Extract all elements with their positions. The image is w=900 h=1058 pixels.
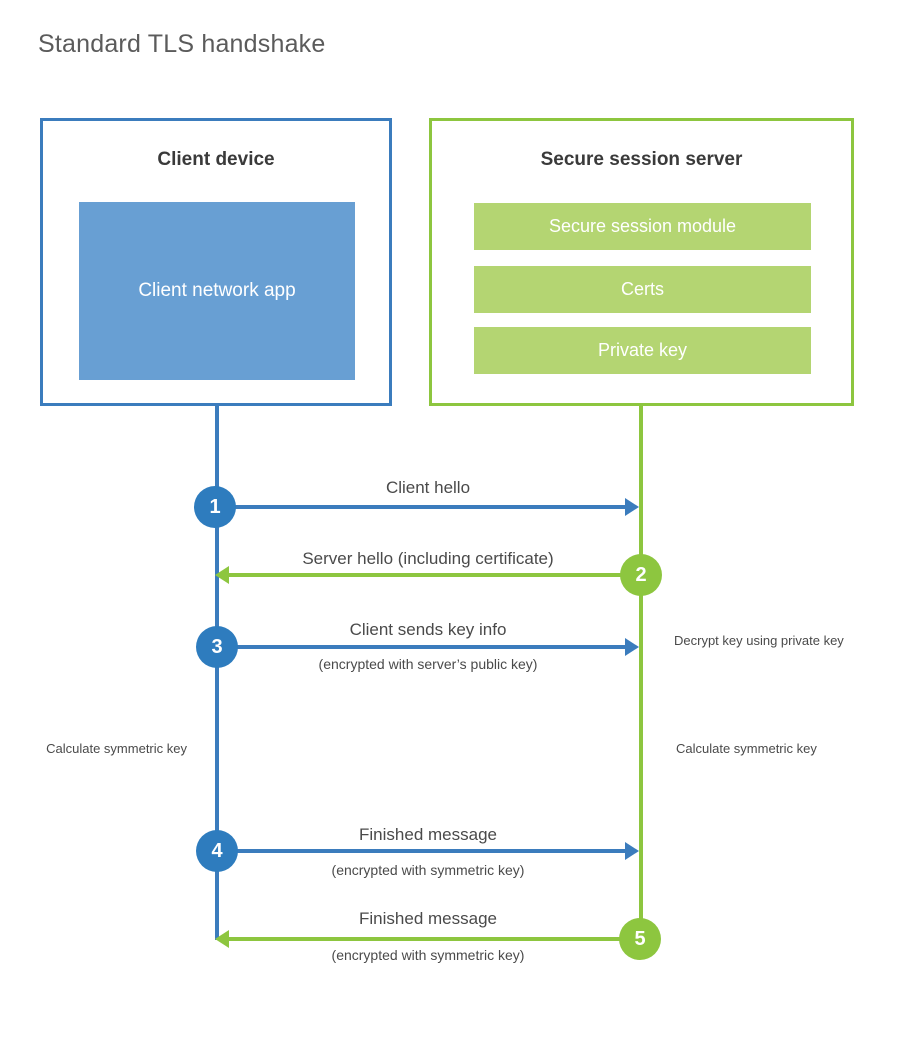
step-5-sublabel: (encrypted with symmetric key): [331, 947, 525, 963]
step-2-arrow-head-icon: [215, 566, 229, 584]
step-4-label: Finished message: [359, 825, 497, 844]
step-4-arrow-head-icon: [625, 842, 639, 860]
step-2-label: Server hello (including certificate): [302, 549, 554, 568]
step-badge-1: 1: [194, 486, 236, 528]
secure-session-server-box: Secure session server Secure session mod…: [429, 118, 854, 406]
server-module-certs: Certs: [474, 266, 811, 313]
step-badge-4: 4: [196, 830, 238, 872]
server-lifeline: [639, 406, 643, 939]
step-5-arrow-head-icon: [215, 930, 229, 948]
step-badge-2: 2: [620, 554, 662, 596]
step-3-arrow-line: [217, 645, 627, 649]
step-4-sublabel: (encrypted with symmetric key): [331, 862, 525, 878]
step-3-label: Client sends key info: [349, 620, 507, 639]
client-device-title: Client device: [157, 149, 275, 170]
client-lifeline: [215, 406, 219, 940]
step-5-label: Finished message: [359, 909, 497, 928]
step-3-arrow-head-icon: [625, 638, 639, 656]
client-network-app-block: Client network app: [79, 202, 355, 380]
note-client-calculate-symmetric-key: Calculate symmetric key: [46, 741, 187, 756]
step-1-arrow-head-icon: [625, 498, 639, 516]
step-5-arrow-line: [228, 937, 639, 941]
secure-session-server-title: Secure session server: [540, 149, 743, 170]
page-title: Standard TLS handshake: [38, 30, 326, 58]
step-2-arrow-line: [228, 573, 639, 577]
note-decrypt-key: Decrypt key using private key: [674, 633, 844, 648]
step-badge-5: 5: [619, 918, 661, 960]
step-1-label: Client hello: [385, 478, 471, 497]
step-3-sublabel: (encrypted with server’s public key): [318, 656, 538, 672]
server-module-private-key: Private key: [474, 327, 811, 374]
note-server-calculate-symmetric-key: Calculate symmetric key: [676, 741, 817, 756]
client-device-box: Client device Client network app: [40, 118, 392, 406]
step-4-arrow-line: [217, 849, 627, 853]
server-module-secure-session-module: Secure session module: [474, 203, 811, 250]
step-1-arrow-line: [217, 505, 627, 509]
step-badge-3: 3: [196, 626, 238, 668]
